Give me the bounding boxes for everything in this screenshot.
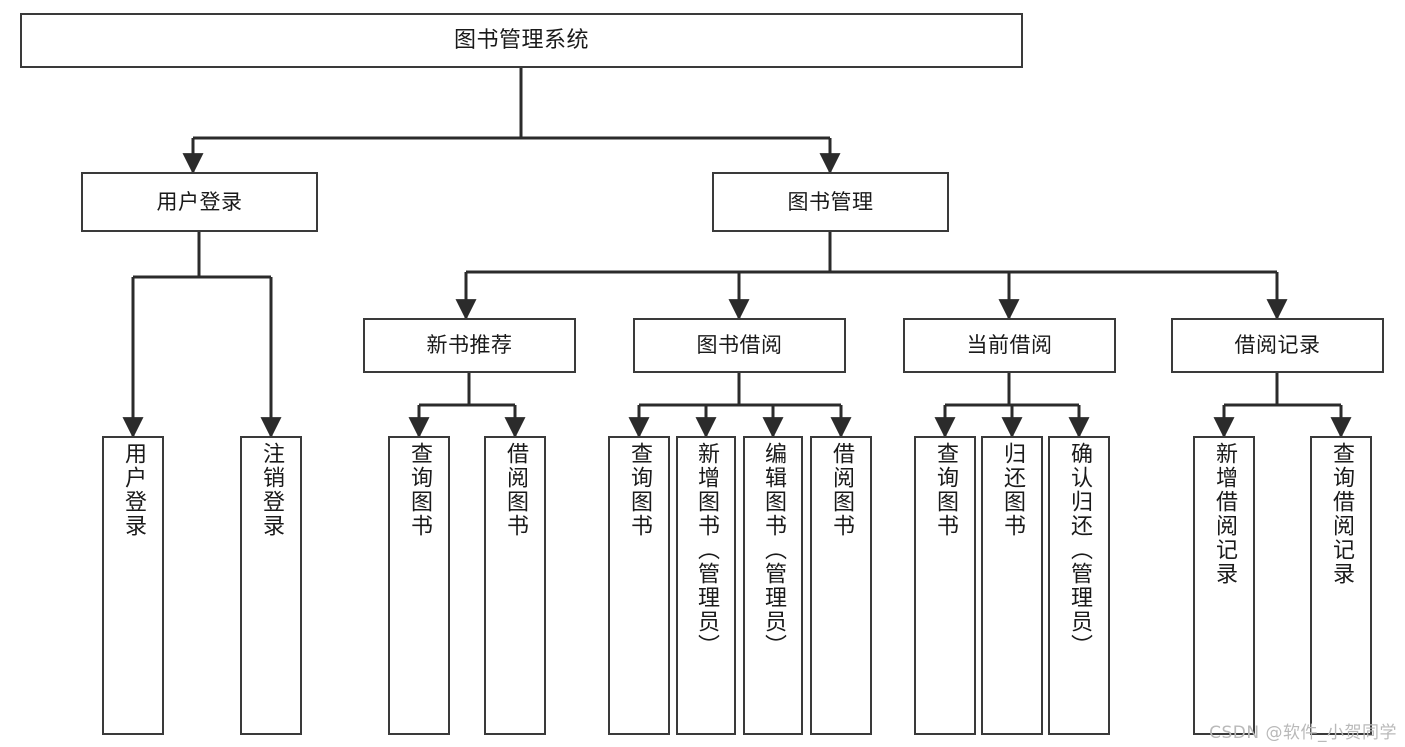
node-new-book-recommend[interactable]: 新书推荐: [363, 318, 576, 373]
node-user-login[interactable]: 用户登录: [81, 172, 318, 232]
node-root-book-management-system[interactable]: 图书管理系统: [20, 13, 1023, 68]
node-label: 新增图书（管理员）: [694, 442, 719, 658]
leaf-query-book-recommend[interactable]: 查询图书: [388, 436, 450, 735]
node-label: 借阅图书: [829, 442, 854, 538]
leaf-logout[interactable]: 注销登录: [240, 436, 302, 735]
leaf-query-book[interactable]: 查询图书: [608, 436, 670, 735]
leaf-user-login[interactable]: 用户登录: [102, 436, 164, 735]
leaf-return-book[interactable]: 归还图书: [981, 436, 1043, 735]
node-label: 用户登录: [121, 442, 146, 538]
node-label: 图书管理: [787, 189, 874, 214]
node-label: 确认归还（管理员）: [1067, 442, 1092, 658]
node-book-management[interactable]: 图书管理: [712, 172, 949, 232]
node-label: 注销登录: [259, 442, 284, 538]
node-label: 归还图书: [1000, 442, 1025, 538]
node-label: 借阅记录: [1234, 333, 1321, 358]
leaf-query-borrow-record[interactable]: 查询借阅记录: [1310, 436, 1372, 735]
leaf-confirm-return-admin[interactable]: 确认归还（管理员）: [1048, 436, 1110, 735]
node-label: 新书推荐: [426, 333, 513, 358]
node-label: 查询图书: [933, 442, 958, 538]
leaf-add-book-admin[interactable]: 新增图书（管理员）: [676, 436, 736, 735]
node-label: 查询借阅记录: [1329, 442, 1354, 586]
node-label: 查询图书: [627, 442, 652, 538]
node-label: 图书管理系统: [453, 27, 589, 53]
leaf-edit-book-admin[interactable]: 编辑图书（管理员）: [743, 436, 803, 735]
node-book-borrow[interactable]: 图书借阅: [633, 318, 846, 373]
watermark: CSDN @软件_小贺同学: [1209, 723, 1397, 743]
node-label: 编辑图书（管理员）: [761, 442, 786, 658]
node-current-borrow[interactable]: 当前借阅: [903, 318, 1116, 373]
node-label: 用户登录: [156, 189, 243, 214]
node-borrow-record[interactable]: 借阅记录: [1171, 318, 1384, 373]
node-label: 新增借阅记录: [1212, 442, 1237, 586]
node-label: 当前借阅: [966, 333, 1053, 358]
node-label: 查询图书: [407, 442, 432, 538]
node-label: 借阅图书: [503, 442, 528, 538]
node-label: 图书借阅: [696, 333, 783, 358]
leaf-borrow-book[interactable]: 借阅图书: [810, 436, 872, 735]
leaf-query-book-current[interactable]: 查询图书: [914, 436, 976, 735]
leaf-borrow-book-recommend[interactable]: 借阅图书: [484, 436, 546, 735]
leaf-add-borrow-record[interactable]: 新增借阅记录: [1193, 436, 1255, 735]
